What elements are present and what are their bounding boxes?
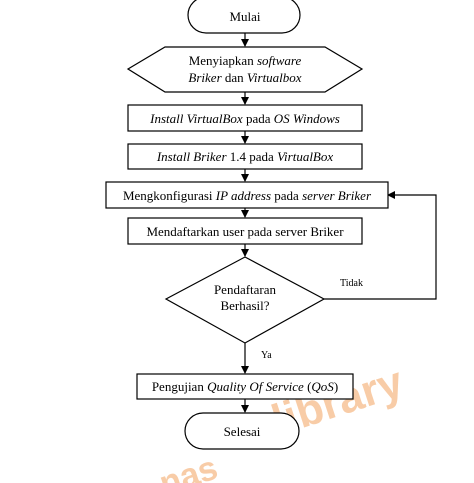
install-vbox-text-mid: pada	[243, 111, 274, 126]
node-start: Mulai	[187, 0, 301, 34]
install-briker-text-b: VirtualBox	[277, 149, 333, 164]
install-briker-text-a: Install Briker	[156, 149, 228, 164]
prepare-label-line1: Menyiapkan software	[189, 53, 302, 68]
testing-box	[136, 373, 354, 400]
edge-label-no: Tidak	[340, 278, 363, 289]
configure-text-pre: Mengkonfigurasi	[123, 188, 216, 203]
prepare-text-virtualbox: Virtualbox	[247, 70, 302, 85]
install-briker-text-mid: 1.4 pada	[227, 149, 278, 164]
prepare-text-1: Menyiapkan	[189, 53, 257, 68]
end-label: Selesai	[224, 424, 261, 439]
node-decision: Pendaftaran Berhasil?	[164, 256, 326, 344]
decision-label-line1: Pendaftaran	[214, 282, 277, 297]
start-label: Mulai	[229, 9, 260, 24]
configure-text-mid: pada	[271, 188, 302, 203]
testing-label: Pengujian Quality Of Service (QoS)	[152, 379, 338, 394]
install-vbox-text-a: Install VirtualBox	[149, 111, 243, 126]
edge-decision-no-loop	[324, 191, 437, 300]
start-terminator	[187, 0, 301, 34]
testing-text-mid: (	[304, 379, 312, 394]
node-end: Selesai	[184, 412, 300, 450]
testing-text-qos-full: Quality Of Service	[207, 379, 304, 394]
end-terminator	[184, 412, 300, 450]
node-prepare: Menyiapkan software Briker dan Virtualbo…	[126, 46, 364, 93]
watermark-prefix-text: nas	[155, 449, 222, 483]
testing-text-pre: Pengujian	[152, 379, 207, 394]
install-briker-box	[127, 143, 363, 170]
install-vbox-box	[127, 104, 363, 132]
node-register: Mendaftarkan user pada server Briker	[127, 217, 363, 245]
configure-text-ip: IP address	[215, 188, 271, 203]
install-vbox-text-b: OS Windows	[274, 111, 340, 126]
install-briker-label: Install Briker 1.4 pada VirtualBox	[156, 149, 334, 164]
edge-label-yes: Ya	[261, 350, 272, 361]
node-configure: Mengkonfigurasi IP address pada server B…	[105, 181, 389, 209]
configure-box	[105, 181, 389, 209]
install-vbox-label: Install VirtualBox pada OS Windows	[149, 111, 340, 126]
node-install-briker: Install Briker 1.4 pada VirtualBox	[127, 143, 363, 170]
configure-label: Mengkonfigurasi IP address pada server B…	[123, 188, 372, 203]
prepare-text-software: software	[257, 53, 302, 68]
prepare-label-line2: Briker dan Virtualbox	[188, 70, 301, 85]
connectors	[241, 33, 437, 413]
prepare-text-briker: Briker	[188, 70, 222, 85]
node-install-vbox: Install VirtualBox pada OS Windows	[127, 104, 363, 132]
register-label: Mendaftarkan user pada server Briker	[146, 224, 344, 239]
prepare-text-dan: dan	[222, 70, 247, 85]
decision-diamond	[164, 256, 326, 344]
testing-text-qos: QoS	[311, 379, 334, 394]
prepare-hexagon	[126, 46, 364, 93]
decision-label-line2: Berhasil?	[220, 298, 269, 313]
node-testing: Pengujian Quality Of Service (QoS)	[136, 373, 354, 400]
configure-text-server: server Briker	[302, 188, 372, 203]
register-box	[127, 217, 363, 245]
testing-text-post: )	[334, 379, 338, 394]
